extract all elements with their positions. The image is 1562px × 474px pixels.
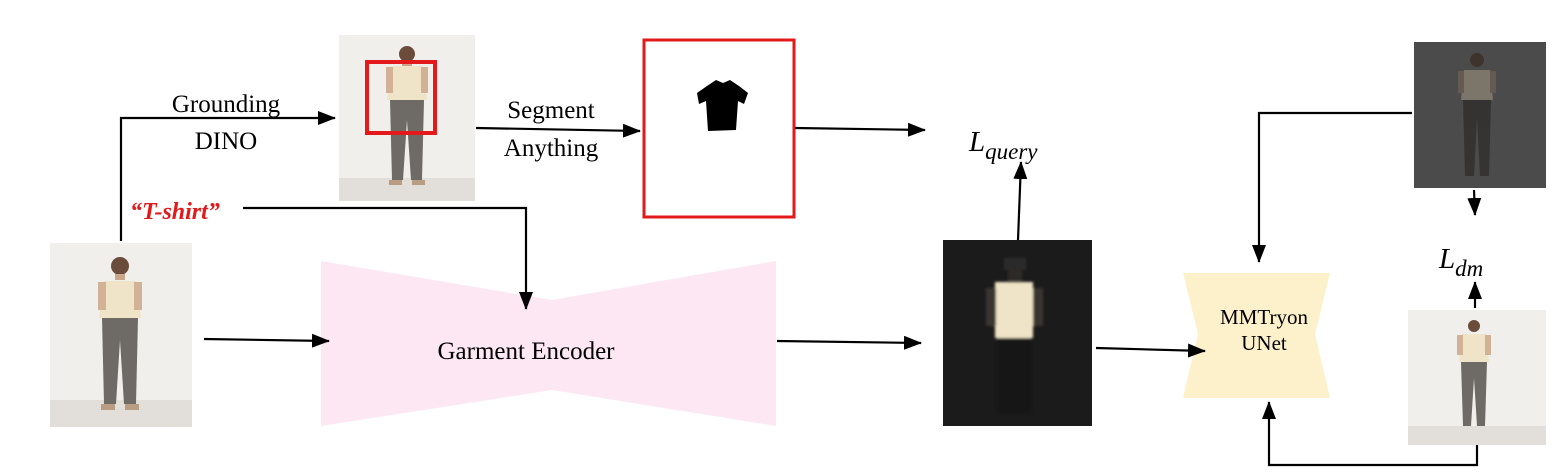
unet-label-line1: MMTryon: [1220, 305, 1308, 329]
arrow-output-to-unet: [1262, 401, 1479, 467]
segment-anything-label-line1: Segment: [507, 97, 595, 124]
arrow-latent-to-unet: [1095, 343, 1206, 358]
grounded-person-photo: [339, 35, 475, 201]
tshirt-mask-icon: [697, 80, 748, 131]
photo-floor: [1408, 426, 1546, 445]
arrow-input-to-encoder: [203, 333, 330, 348]
person-figure: [1458, 53, 1496, 176]
segment-anything-label-line2: Anything: [504, 135, 599, 162]
connectors: [119, 111, 1482, 467]
text-prompt-tshirt: “T-shirt”: [130, 199, 220, 225]
garment-latent: [943, 240, 1092, 426]
arrow-segment-anything: [475, 123, 641, 138]
loss-dm-label: Ldm: [1438, 243, 1483, 281]
arrow-grounding-dino: [119, 111, 336, 241]
person-figure: [98, 257, 142, 410]
photo-floor: [339, 178, 475, 201]
loss-query-label: Lquery: [968, 126, 1038, 164]
arrow-mask-to-loss: [794, 122, 926, 137]
arrow-masked-photo-to-loss: [1467, 189, 1482, 216]
masked-person-photo: [1414, 42, 1546, 188]
mmtryon-unet-shape: [1183, 273, 1330, 398]
person-figure: [386, 46, 428, 185]
arrow-prompt-to-encoder: [243, 206, 533, 310]
grounding-dino-label-line2: DINO: [195, 128, 258, 155]
output-person-photo: [1408, 310, 1546, 445]
grounding-dino-label-line1: Grounding: [172, 91, 281, 118]
pixelated-figure: [986, 258, 1043, 414]
photo-floor: [50, 400, 192, 427]
garment-encoder-label: Garment Encoder: [437, 338, 615, 365]
arrow-masked-photo-to-unet: [1252, 111, 1412, 263]
person-figure: [1457, 320, 1491, 426]
arrow-latent-to-loss: [1013, 161, 1028, 241]
input-person-photo: [50, 243, 192, 427]
segmentation-mask: [642, 38, 796, 219]
garment-encoder-fill: [321, 261, 776, 426]
unet-label-line2: UNet: [1241, 331, 1287, 355]
bounding-box: [365, 60, 437, 135]
arrow-encoder-to-latent: [776, 335, 922, 350]
